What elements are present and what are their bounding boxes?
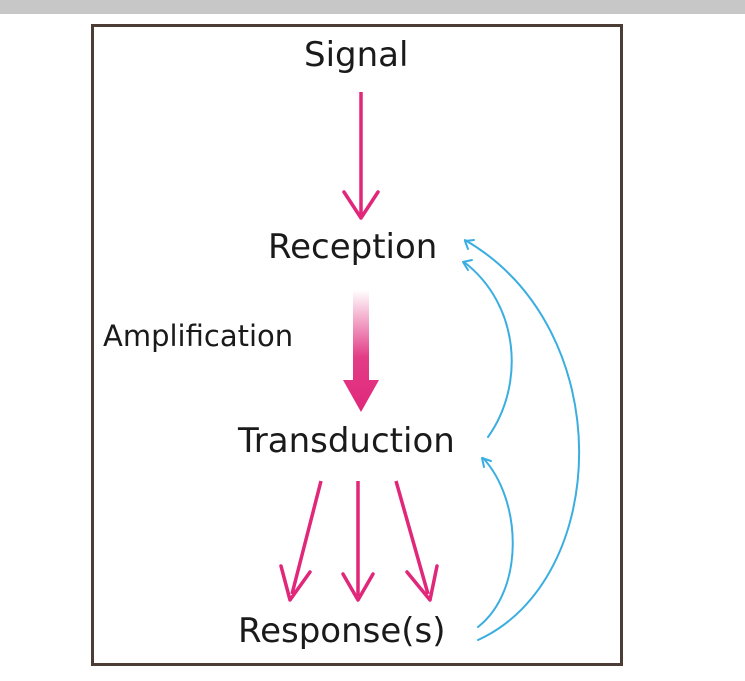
amplification-arrow (343, 290, 379, 412)
feedback-arrows (462, 239, 581, 641)
amplification-label: Amplification (103, 319, 294, 353)
transduction-label: Transduction (238, 421, 455, 461)
responses-label: Response(s) (238, 611, 446, 651)
signal-to-reception-arrow (342, 92, 380, 220)
transduction-to-responses-arrows (279, 480, 439, 602)
signal-label: Signal (304, 35, 409, 75)
top-gray-strip (0, 0, 745, 14)
reception-label: Reception (268, 227, 438, 267)
